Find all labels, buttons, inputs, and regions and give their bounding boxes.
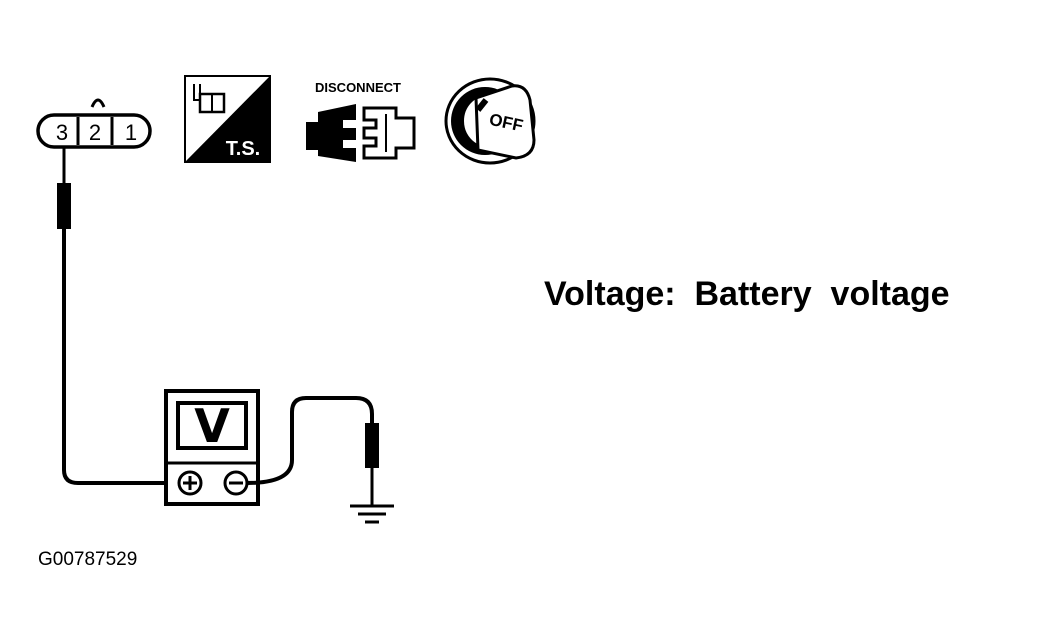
disconnect-icon: DISCONNECT bbox=[306, 80, 416, 162]
ground-icon bbox=[350, 504, 394, 524]
figure-id: G00787529 bbox=[38, 549, 137, 570]
voltmeter-symbol: V bbox=[194, 399, 230, 453]
positive-probe-lead bbox=[57, 147, 180, 485]
connector-pin-3: 3 bbox=[56, 120, 68, 145]
connector-pin-1: 1 bbox=[125, 120, 137, 145]
voltmeter: V bbox=[164, 389, 260, 506]
test-symbol-icon: T.S. bbox=[184, 75, 271, 163]
voltage-spec: Voltage: Battery voltage bbox=[544, 275, 950, 313]
connector-pin-2: 2 bbox=[89, 120, 101, 145]
negative-probe-lead bbox=[246, 396, 379, 505]
ignition-off-key-icon: OFF bbox=[444, 77, 536, 165]
disconnect-label: DISCONNECT bbox=[315, 80, 401, 95]
harness-connector: 3 2 1 bbox=[36, 98, 152, 149]
test-symbol-label: T.S. bbox=[226, 138, 260, 160]
